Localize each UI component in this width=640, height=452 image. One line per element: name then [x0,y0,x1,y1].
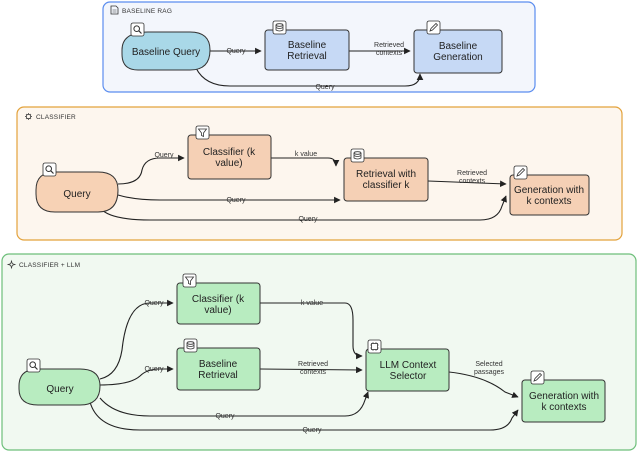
edge-label-l-query-lower: Query [215,413,235,420]
filter-icon [195,125,210,140]
edge-label-c-kvalue: k value [295,151,317,158]
edge-label-c-query: Query [154,152,174,159]
node-baseline-query: Baseline Query [121,22,211,71]
edge-l-retrieval-selector [259,366,363,374]
pencil-icon [513,165,528,180]
search-icon [130,22,145,37]
group-classifier-title: CLASSIFIER [36,114,76,121]
edge-label-b-query-bottom: Query [315,84,335,91]
group-classifier: CLASSIFIER Query k value Query Retrieved… [16,106,623,241]
edge-l-query-selector [99,391,370,417]
database-icon [272,20,287,35]
node-label: Query [46,384,73,395]
group-classifier-frame [16,106,623,241]
edge-l-query-classifier [99,299,174,380]
edge-label-l-query: Query [144,300,164,307]
search-icon [42,162,57,177]
edge-c-query-retrieval [117,194,341,204]
edge-l-selector-generation [448,371,519,398]
edge-label-c-query-mid: Query [226,197,246,204]
database-icon [350,148,365,163]
group-llm-title: CLASSIFIER + LLM [19,262,80,269]
edge-l-classifier-selector [260,302,363,360]
sparkle-icon [6,259,17,270]
node-label: Query [63,189,90,200]
edge-label-l-query-bottom: Query [302,427,322,434]
edge-label-c-query-bottom: Query [298,216,318,223]
node-llm-query: Query [18,358,101,406]
pencil-icon [530,370,545,385]
search-icon [26,358,41,373]
edge-label-l-query-mid: Query [144,366,164,373]
edge-c-retrieval-generation [427,180,507,188]
chip-icon [367,339,382,354]
pencil-icon [426,20,441,35]
node-label: Baseline Query [132,47,200,58]
edge-c-query-generation [99,195,507,221]
filter-icon [182,273,197,288]
edge-c-classifier-retrieval [271,157,340,167]
document-icon [110,5,119,15]
gear-icon [25,113,32,120]
edge-label-l-kvalue: k value [301,300,323,307]
edge-b-query-generation [195,67,424,87]
group-baseline-title: BASELINE RAG [122,8,172,15]
edge-label-b-query: Query [226,48,246,55]
node-classifier-query: Query [35,162,119,213]
edge-l-query-retrieval [99,365,174,386]
edge-c-query-classifier [117,154,185,185]
edge-l-query-generation [89,401,519,431]
group-classifier-llm: CLASSIFIER + LLM Query k value Query Ret… [1,253,637,451]
database-icon [183,338,198,353]
